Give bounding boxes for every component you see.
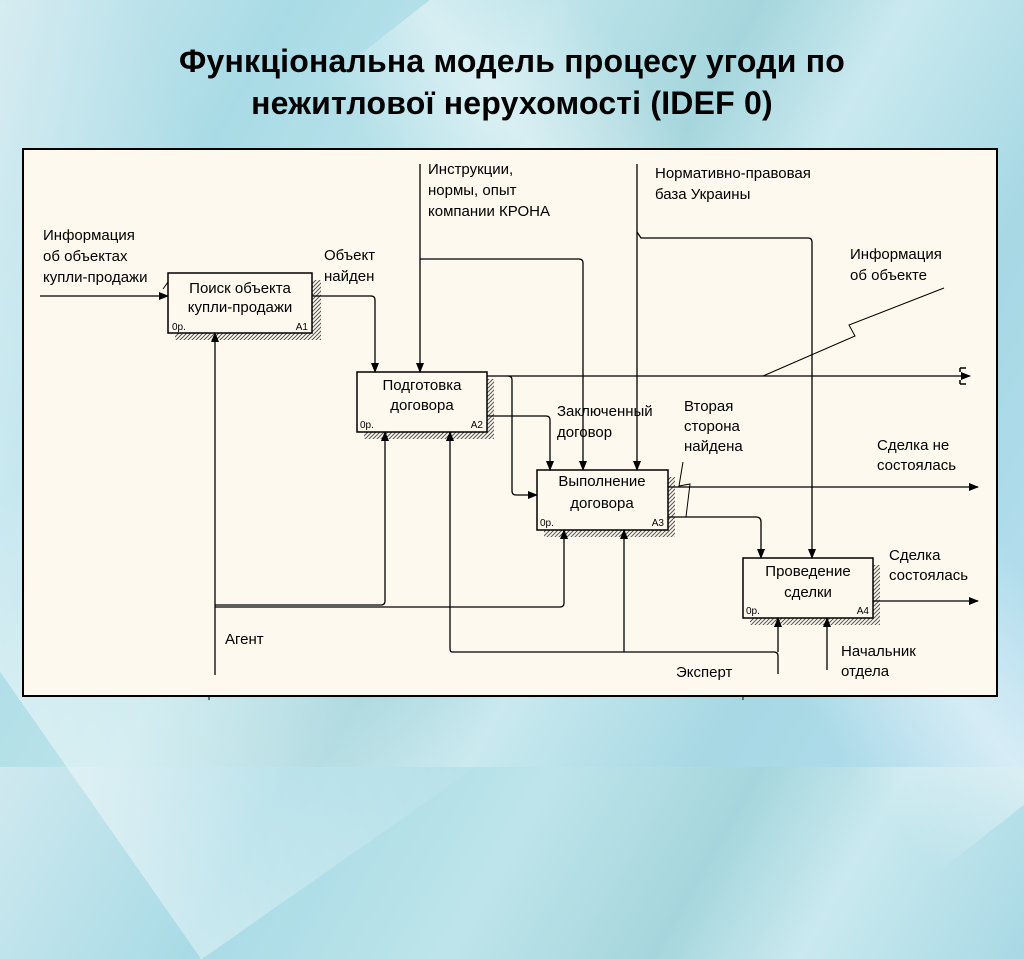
slide-title-line-2: нежитлової нерухомості (IDEF 0)	[251, 85, 773, 121]
label-expert: Эксперт	[676, 664, 732, 681]
box-title-line: договора	[570, 495, 634, 512]
label-line: Начальник	[841, 643, 916, 660]
activity-box-a3[interactable]: Выполнение договора 0р. A3	[536, 469, 675, 537]
box-title-line: Проведение	[765, 563, 850, 580]
label-line: компании КРОНА	[428, 203, 550, 220]
label-agent: Агент	[225, 631, 264, 648]
label-line: договор	[557, 424, 612, 441]
label-object-found: Объект найден	[324, 247, 375, 285]
label-line: Инструкции,	[428, 161, 513, 178]
box-frame	[167, 272, 313, 334]
label-line: купли-продажи	[43, 269, 147, 286]
arrow-a2-to-a3-input[interactable]	[507, 375, 538, 499]
label-line: Заключенный	[557, 403, 653, 420]
slide-title: Функціональна модель процесу угоди по не…	[0, 40, 1024, 124]
slide-title-line-1: Функціональна модель процесу угоди по	[178, 43, 845, 79]
box-cost: 0р.	[540, 518, 554, 529]
activity-box-a1[interactable]: Поиск объекта купли-продажи 0р. A1	[167, 272, 321, 340]
arrow-agent-branch-a3[interactable]	[215, 529, 568, 608]
label-line: Сделка	[889, 547, 941, 564]
label-squiggle-second-party	[678, 461, 691, 518]
label-leader	[162, 281, 169, 290]
box-node-number: A4	[857, 606, 870, 617]
label-line: Информация	[850, 246, 942, 263]
arrow-object-found[interactable]	[312, 295, 379, 373]
activity-box-a4[interactable]: Проведение сделки 0р. A4	[742, 557, 880, 625]
label-line: об объектах	[43, 248, 128, 265]
label-line: состоялась	[877, 457, 956, 474]
box-cost: 0р.	[360, 420, 374, 431]
label-line: сторона	[684, 418, 741, 435]
box-node-number: A1	[296, 322, 309, 333]
box-frame	[536, 469, 669, 531]
label-line: отдела	[841, 663, 890, 680]
label-deal-failed: Сделка не состоялась	[877, 437, 956, 474]
label-line: найден	[324, 268, 374, 285]
box-cost: 0р.	[172, 322, 186, 333]
label-line: состоялась	[889, 567, 968, 584]
label-object-info: Информация об объекте	[850, 246, 942, 284]
label-head-of-dept: Начальник отдела	[841, 643, 916, 680]
box-frame	[742, 557, 874, 619]
box-title-line: Поиск объекта	[189, 280, 291, 297]
label-squiggle-object-info	[762, 287, 945, 377]
label-line: об объекте	[850, 267, 927, 284]
label-line: найдена	[684, 438, 743, 455]
box-node-number: A3	[652, 518, 665, 529]
arrow-second-party-found[interactable]	[668, 516, 765, 559]
label-instructions: Инструкции, нормы, опыт компании КРОНА	[428, 161, 550, 220]
label-line: Нормативно-правовая	[655, 165, 811, 182]
label-contract-signed: Заключенный договор	[557, 403, 653, 441]
box-title-line: Подготовка	[383, 377, 463, 394]
arrow-legal-base-branch[interactable]	[636, 231, 816, 559]
box-node-number: A2	[471, 420, 484, 431]
label-line: база Украины	[655, 186, 750, 203]
label-line: Вторая	[684, 398, 733, 415]
idef0-diagram: Поиск объекта купли-продажи 0р. A1 Подго…	[22, 148, 998, 700]
arrow-contract-signed[interactable]	[487, 415, 554, 471]
tunnel-bracket	[959, 367, 966, 385]
label-line: Сделка не	[877, 437, 949, 454]
box-cost: 0р.	[746, 606, 760, 617]
box-frame	[356, 371, 488, 433]
box-title-line: сделки	[784, 584, 832, 601]
label-line: Объект	[324, 247, 375, 264]
label-input-info: Информация об объектах купли-продажи	[43, 227, 147, 286]
arrow-instructions-branch[interactable]	[420, 258, 587, 471]
label-deal-done: Сделка состоялась	[889, 547, 968, 584]
label-second-party-found: Вторая сторона найдена	[684, 398, 743, 455]
activity-box-a2[interactable]: Подготовка договора 0р. A2	[356, 371, 494, 439]
arrow-expert[interactable]	[446, 431, 779, 674]
box-title-line: купли-продажи	[188, 299, 292, 316]
arrow-agent-branch-a2[interactable]	[215, 431, 389, 606]
label-legal-base: Нормативно-правовая база Украины	[655, 165, 811, 203]
box-title-line: Выполнение	[558, 473, 645, 490]
label-line: нормы, опыт	[428, 182, 517, 199]
label-line: Информация	[43, 227, 135, 244]
box-title-line: договора	[390, 397, 454, 414]
